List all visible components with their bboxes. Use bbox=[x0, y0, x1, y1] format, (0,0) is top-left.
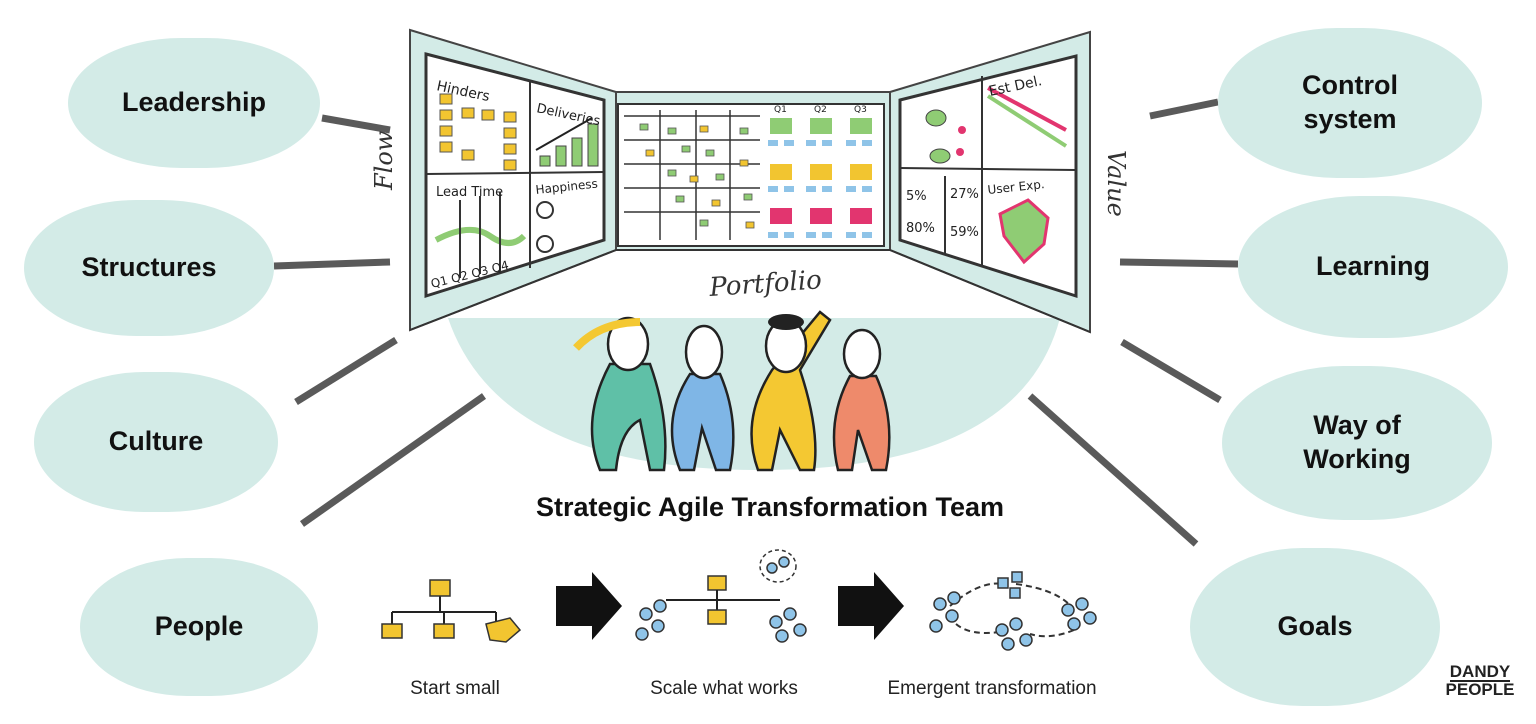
hat-icon bbox=[768, 314, 804, 330]
person-blue bbox=[670, 324, 735, 472]
step-start-small-illustration bbox=[381, 579, 522, 643]
pct-59: 59% bbox=[950, 225, 979, 240]
area-goals-label: Goals bbox=[1277, 611, 1353, 642]
connector-people bbox=[299, 393, 487, 527]
roadmap-q1: Q1 bbox=[774, 105, 787, 115]
step-emergent-illustration bbox=[929, 571, 1097, 651]
roadmap-q3: Q3 bbox=[854, 105, 867, 115]
area-culture-label: Culture bbox=[108, 426, 204, 457]
person-teal bbox=[573, 316, 667, 472]
deliveries-bars bbox=[539, 123, 599, 167]
lead-time-line bbox=[434, 227, 527, 246]
portfolio-label: Portfolio bbox=[707, 265, 822, 303]
sad-face-icon bbox=[536, 235, 554, 253]
area-people: People bbox=[80, 558, 318, 696]
team-title: Strategic Agile Transformation Team bbox=[535, 492, 1005, 522]
arrow-right-icon bbox=[556, 572, 622, 640]
happiness-label: Happiness bbox=[535, 177, 599, 197]
roadmap-q2: Q2 bbox=[814, 105, 827, 115]
person-orange bbox=[832, 328, 891, 472]
brand-line1: DANDY bbox=[1449, 662, 1511, 682]
pct-5: 5% bbox=[906, 189, 927, 204]
dandy-people-logo: DANDY PEOPLE bbox=[1444, 662, 1516, 699]
roadmap-items bbox=[768, 140, 872, 238]
area-leadership: Leadership bbox=[68, 38, 320, 168]
area-structures-label: Structures bbox=[81, 252, 217, 283]
area-leadership-label: Leadership bbox=[121, 87, 267, 118]
connector-culture bbox=[294, 337, 398, 405]
step-emergent-label: Emergent transformation bbox=[887, 678, 1097, 699]
area-learning: Learning bbox=[1238, 196, 1508, 338]
connector-learning bbox=[1119, 258, 1239, 268]
area-way-of-working-label: Way of Working bbox=[1303, 410, 1411, 474]
hinders-notes bbox=[439, 93, 517, 171]
center-board bbox=[615, 91, 891, 251]
connector-control-system bbox=[1149, 98, 1219, 120]
area-control-system-label: Control system bbox=[1302, 70, 1398, 134]
step-scale-illustration bbox=[635, 549, 807, 643]
left-board bbox=[409, 28, 617, 332]
person-yellow bbox=[750, 310, 832, 472]
flow-label: Flow bbox=[370, 130, 398, 191]
team-people bbox=[573, 310, 891, 472]
happy-face-icon bbox=[536, 201, 554, 219]
area-culture: Culture bbox=[34, 372, 278, 512]
connector-way-of-working bbox=[1120, 338, 1222, 404]
pct-80: 80% bbox=[906, 221, 935, 236]
roadmap-stars bbox=[770, 118, 872, 224]
area-goals: Goals bbox=[1190, 548, 1440, 706]
step-start-small-label: Start small bbox=[410, 678, 500, 699]
connector-lines bbox=[273, 98, 1239, 547]
brand-line2: PEOPLE bbox=[1445, 680, 1515, 699]
pct-27: 27% bbox=[950, 187, 979, 202]
lead-time-label: Lead Time bbox=[436, 185, 503, 200]
portfolio-grid bbox=[624, 110, 760, 240]
area-structures: Structures bbox=[24, 200, 274, 336]
area-people-label: People bbox=[154, 611, 244, 642]
connector-leadership bbox=[321, 114, 391, 134]
area-learning-label: Learning bbox=[1315, 251, 1430, 282]
portfolio-notes bbox=[639, 123, 753, 227]
area-way-of-working: Way of Working bbox=[1222, 366, 1492, 520]
connector-structures bbox=[273, 258, 391, 270]
right-board bbox=[889, 30, 1091, 334]
arrow-right-icon bbox=[838, 572, 904, 640]
radar-chart bbox=[998, 198, 1050, 265]
area-control-system: Control system bbox=[1218, 28, 1482, 178]
connector-goals bbox=[1027, 393, 1199, 547]
value-label: Value bbox=[1102, 150, 1130, 217]
user-exp-label: User Exp. bbox=[987, 177, 1045, 197]
step-scale-label: Scale what works bbox=[650, 678, 798, 699]
